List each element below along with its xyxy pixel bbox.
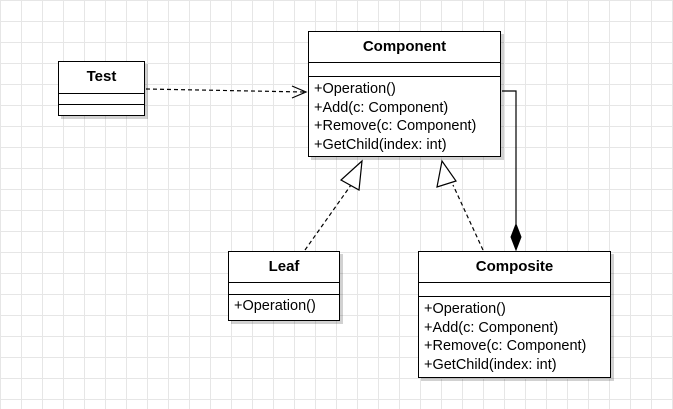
operation-item: +GetChild(index: int): [424, 356, 557, 373]
class-component[interactable]: Component +Operation() +Add(c: Component…: [308, 31, 501, 157]
operation-item: +Add(c: Component): [314, 99, 449, 116]
class-leaf-attributes: [229, 283, 339, 295]
class-leaf[interactable]: Leaf +Operation(): [228, 251, 340, 321]
realization-composite-component: [436, 159, 484, 251]
dependency-test-component: [145, 85, 308, 99]
class-component-name: Component: [309, 32, 500, 63]
class-composite-name: Composite: [419, 252, 610, 283]
class-test-operations: [59, 105, 144, 114]
operation-item: +Remove(c: Component): [424, 338, 587, 354]
class-test-attributes: [59, 94, 144, 105]
operation-item: +Remove(c: Component): [314, 118, 477, 134]
operation-item: +Add(c: Component): [424, 319, 559, 336]
operation-item: +GetChild(index: int): [314, 136, 447, 153]
class-composite[interactable]: Composite +Operation() +Add(c: Component…: [418, 251, 611, 378]
realization-leaf-component: [304, 159, 363, 251]
operation-item: +Operation(): [424, 301, 506, 317]
operation-item: +Operation(): [314, 81, 396, 97]
operation-item: +Operation(): [234, 298, 316, 314]
class-composite-attributes: [419, 283, 610, 297]
class-component-operations: +Operation() +Add(c: Component) +Remove(…: [309, 77, 500, 157]
class-leaf-operations: +Operation(): [229, 295, 339, 319]
class-test-name: Test: [59, 62, 144, 94]
class-leaf-name: Leaf: [229, 252, 339, 283]
composition-composite-component: [502, 90, 522, 252]
class-composite-operations: +Operation() +Add(c: Component) +Remove(…: [419, 297, 610, 377]
class-test[interactable]: Test: [58, 61, 145, 116]
class-component-attributes: [309, 63, 500, 77]
